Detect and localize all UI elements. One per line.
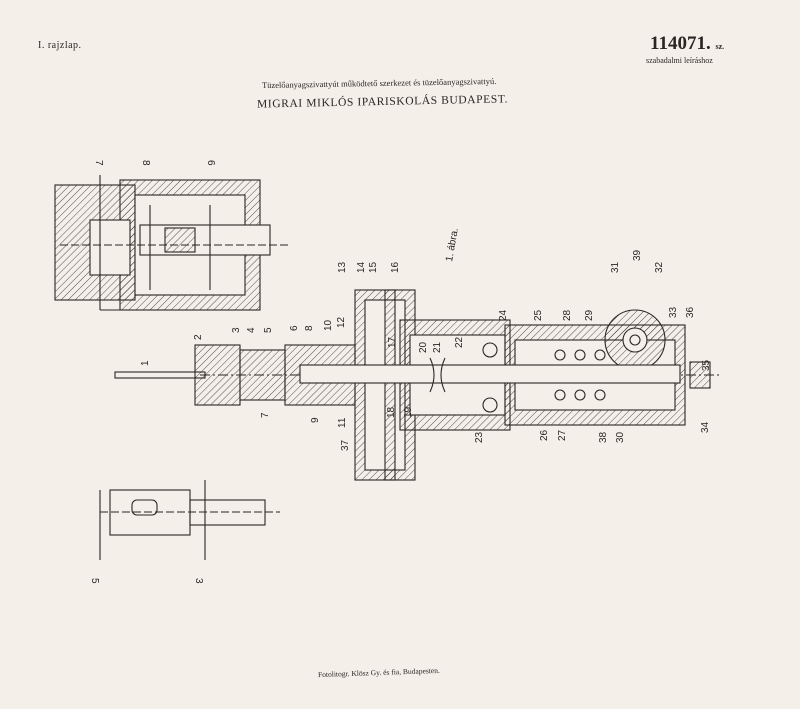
reference-numeral: 7 [93,160,104,166]
reference-numeral: 6 [205,160,216,166]
reference-numeral: 4 [246,327,257,333]
reference-numeral: 16 [390,261,401,273]
reference-numeral: 8 [304,325,315,331]
reference-numeral: 30 [615,431,626,443]
patent-number-value: 114071. [650,33,711,54]
detail-view [99,480,280,560]
reference-numeral: 29 [584,309,595,321]
reference-numeral: 19 [403,406,414,418]
reference-numeral: 20 [418,341,429,353]
reference-numeral: 26 [539,429,550,441]
reference-numeral: 6 [289,325,300,331]
reference-numeral: 11 [337,417,348,428]
reference-numeral: 3 [231,327,242,333]
reference-numeral: 32 [654,261,665,273]
reference-numeral: 38 [598,431,609,443]
reference-numeral: 1 [140,360,151,366]
inset-section-view [54,175,290,311]
reference-numeral: 36 [685,306,696,318]
reference-numeral: 34 [700,421,711,433]
reference-numeral: 9 [310,417,321,423]
main-section-view [114,289,720,481]
sheet-label: I. rajzlap. [38,40,82,51]
reference-numeral: 28 [562,309,573,321]
reference-numeral: 39 [632,249,643,261]
reference-numeral: 21 [432,341,443,353]
patent-number: 114071. sz. [650,33,724,55]
reference-numeral: 37 [340,439,351,451]
reference-numeral: 18 [386,406,397,418]
reference-numeral: 5 [89,578,100,584]
reference-numeral: 12 [336,316,347,328]
reference-numeral: 23 [474,431,485,443]
reference-numeral: 7 [260,412,271,418]
patent-number-suffix: sz. [715,42,725,51]
reference-numeral: 24 [498,309,509,321]
reference-numeral: 15 [368,261,379,273]
reference-numeral: 10 [323,319,334,331]
reference-numeral: 8 [140,160,151,166]
reference-numeral: 3 [193,578,204,584]
reference-numeral: 35 [701,359,712,371]
reference-numeral: 33 [668,306,679,318]
reference-numeral: 22 [454,336,465,348]
reference-numeral: 25 [533,309,544,321]
reference-numeral: 2 [193,334,204,340]
reference-numeral: 14 [356,261,367,273]
reference-numeral: 31 [610,261,621,273]
reference-numeral: 17 [387,336,398,348]
reference-numeral: 13 [337,261,348,273]
reference-numeral: 27 [557,429,568,441]
reference-numeral: 5 [263,327,274,333]
figure-label: 1. ábra. [444,227,461,262]
patent-subtitle: szabadalmi leíráshoz [646,56,713,65]
